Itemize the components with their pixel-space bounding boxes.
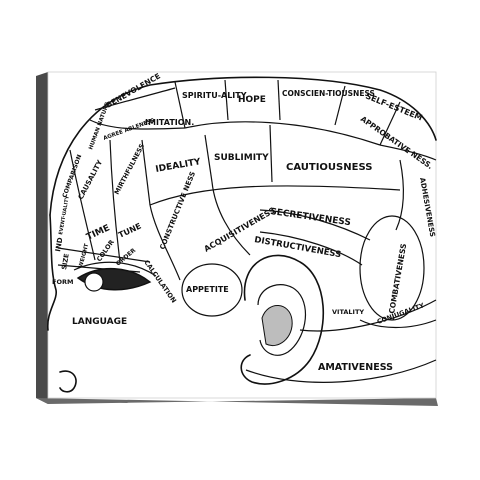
canvas-left-edge — [36, 72, 48, 404]
label-amativeness: AMATIVENESS — [318, 362, 393, 373]
ear-illustration — [240, 254, 325, 385]
eye-illustration — [73, 261, 157, 292]
label-conscientiousness: CONSCIEN-TIOUSNESS — [282, 89, 375, 98]
canvas-face — [47, 71, 437, 399]
canvas-bottom-edge — [36, 398, 438, 406]
label-language: LANGUAGE — [72, 317, 127, 327]
phrenology-head — [47, 76, 437, 393]
label-form: FORM — [52, 278, 73, 286]
label-size: SIZE — [60, 253, 71, 270]
label-individuality: IND — [54, 237, 64, 253]
label-hope: HOPE — [238, 95, 266, 105]
face-outline — [47, 214, 57, 331]
appetite-region — [181, 263, 243, 317]
skull-outline — [49, 76, 437, 216]
label-vitality: VITALITY — [332, 308, 364, 316]
label-sublimity: SUBLIMITY — [214, 153, 269, 163]
nose-outline — [59, 370, 77, 393]
label-spirituality: SPIRITU-ALITY. — [182, 91, 248, 100]
label-cautiousness: CAUTIOUSNESS — [286, 162, 372, 173]
label-imitation: IMITATION. — [145, 118, 194, 127]
label-appetite: APPETITE — [186, 285, 229, 294]
combativeness-region — [359, 215, 425, 321]
